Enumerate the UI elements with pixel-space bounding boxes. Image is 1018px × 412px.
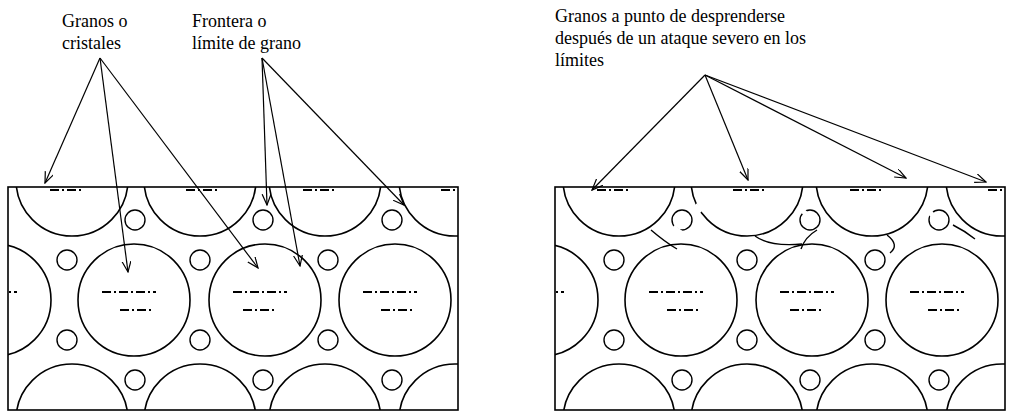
boundary-particle	[604, 330, 624, 350]
boundary-particle	[318, 330, 338, 350]
crystal-plane	[790, 309, 824, 311]
crystal-plane	[441, 189, 458, 191]
grain-circle	[563, 187, 675, 236]
crystal-plane	[186, 189, 220, 191]
crack-line	[953, 225, 975, 239]
boundary-particle	[800, 370, 820, 390]
leader-line	[592, 75, 705, 190]
boundary-particle	[929, 370, 949, 390]
grain-circle	[16, 364, 128, 410]
boundary-particle	[57, 330, 77, 350]
boundary-particle	[382, 370, 402, 390]
boundary-particle	[865, 250, 885, 270]
grain-circle	[946, 187, 1005, 236]
micrograph-panel	[486, 124, 1018, 412]
crystal-plane	[233, 291, 287, 293]
crystal-plane	[381, 309, 415, 311]
crystal-plane	[910, 291, 964, 293]
leader-line	[705, 75, 748, 180]
crack-line	[801, 230, 817, 249]
leader-line	[262, 58, 404, 205]
boundary-particle	[800, 210, 820, 230]
crystal-plane	[780, 291, 834, 293]
crystal-plane	[50, 189, 84, 191]
grain-circle	[563, 364, 675, 410]
callout-label: Granos a punto de desprenderse después d…	[555, 5, 825, 71]
leader-line	[705, 75, 986, 182]
crack-line	[887, 235, 894, 253]
boundary-particle	[125, 210, 145, 230]
crystal-plane	[733, 189, 767, 191]
boundary-particle	[382, 210, 402, 230]
boundary-particle	[57, 250, 77, 270]
boundary-particle	[125, 370, 145, 390]
boundary-particle	[737, 250, 757, 270]
grain-circle	[8, 244, 51, 356]
leader-line	[45, 58, 100, 183]
callout-label: Granos o cristales	[62, 10, 142, 54]
panel-frame	[555, 187, 1005, 410]
crystal-plane	[850, 189, 884, 191]
crystal-plane	[597, 189, 631, 191]
boundary-particle	[253, 210, 273, 230]
crystal-plane	[8, 291, 17, 293]
grain-circle	[399, 187, 458, 236]
grain-circle	[16, 187, 128, 236]
grain-circle	[144, 187, 256, 236]
grain-circle	[555, 244, 598, 356]
grain-field	[8, 187, 458, 410]
leader-line	[262, 58, 300, 266]
panel-frame	[8, 187, 458, 410]
grain-circle	[816, 364, 928, 410]
grain-circle	[78, 244, 190, 356]
crystal-plane	[555, 291, 564, 293]
boundary-particle	[672, 370, 692, 390]
boundary-particle	[929, 210, 949, 230]
boundary-particle	[604, 250, 624, 270]
crystal-plane	[667, 309, 701, 311]
grain-circle	[691, 187, 803, 236]
boundary-gap	[673, 227, 681, 233]
crack-line	[651, 230, 677, 249]
callout-label: Frontera o límite de grano	[192, 10, 307, 54]
leader-line	[100, 58, 258, 268]
grain-circle	[399, 364, 458, 410]
grain-field	[555, 187, 1005, 410]
boundary-particle	[190, 250, 210, 270]
crystal-plane	[102, 291, 156, 293]
boundary-gap	[826, 227, 831, 235]
grain-circle	[269, 187, 381, 236]
boundary-gap	[575, 230, 581, 237]
crystal-plane	[243, 309, 277, 311]
grain-circle	[946, 364, 1005, 410]
grain-circle	[691, 364, 803, 410]
crystal-plane	[928, 309, 962, 311]
crystal-plane	[303, 189, 337, 191]
crystal-plane	[363, 291, 417, 293]
boundary-gap	[928, 210, 934, 217]
crystal-plane	[649, 291, 703, 293]
grain-circle	[339, 244, 451, 356]
boundary-particle	[190, 330, 210, 350]
boundary-particle	[253, 370, 273, 390]
boundary-gap	[801, 209, 807, 215]
grain-circle	[625, 244, 737, 356]
grain-circle	[209, 244, 321, 356]
boundary-particle	[318, 250, 338, 270]
grain-circle	[144, 364, 256, 410]
crystal-plane	[120, 309, 154, 311]
boundary-particle	[865, 330, 885, 350]
grain-circle	[886, 244, 998, 356]
boundary-gap	[951, 230, 957, 237]
boundary-particle	[737, 330, 757, 350]
crack-line	[755, 236, 802, 245]
boundary-gap	[695, 205, 701, 212]
grain-circle	[816, 187, 928, 236]
grain-circle	[756, 244, 868, 356]
leader-line	[705, 75, 906, 178]
micrograph-panel	[0, 124, 511, 412]
grain-circle	[269, 364, 381, 410]
crystal-plane	[988, 189, 1005, 191]
